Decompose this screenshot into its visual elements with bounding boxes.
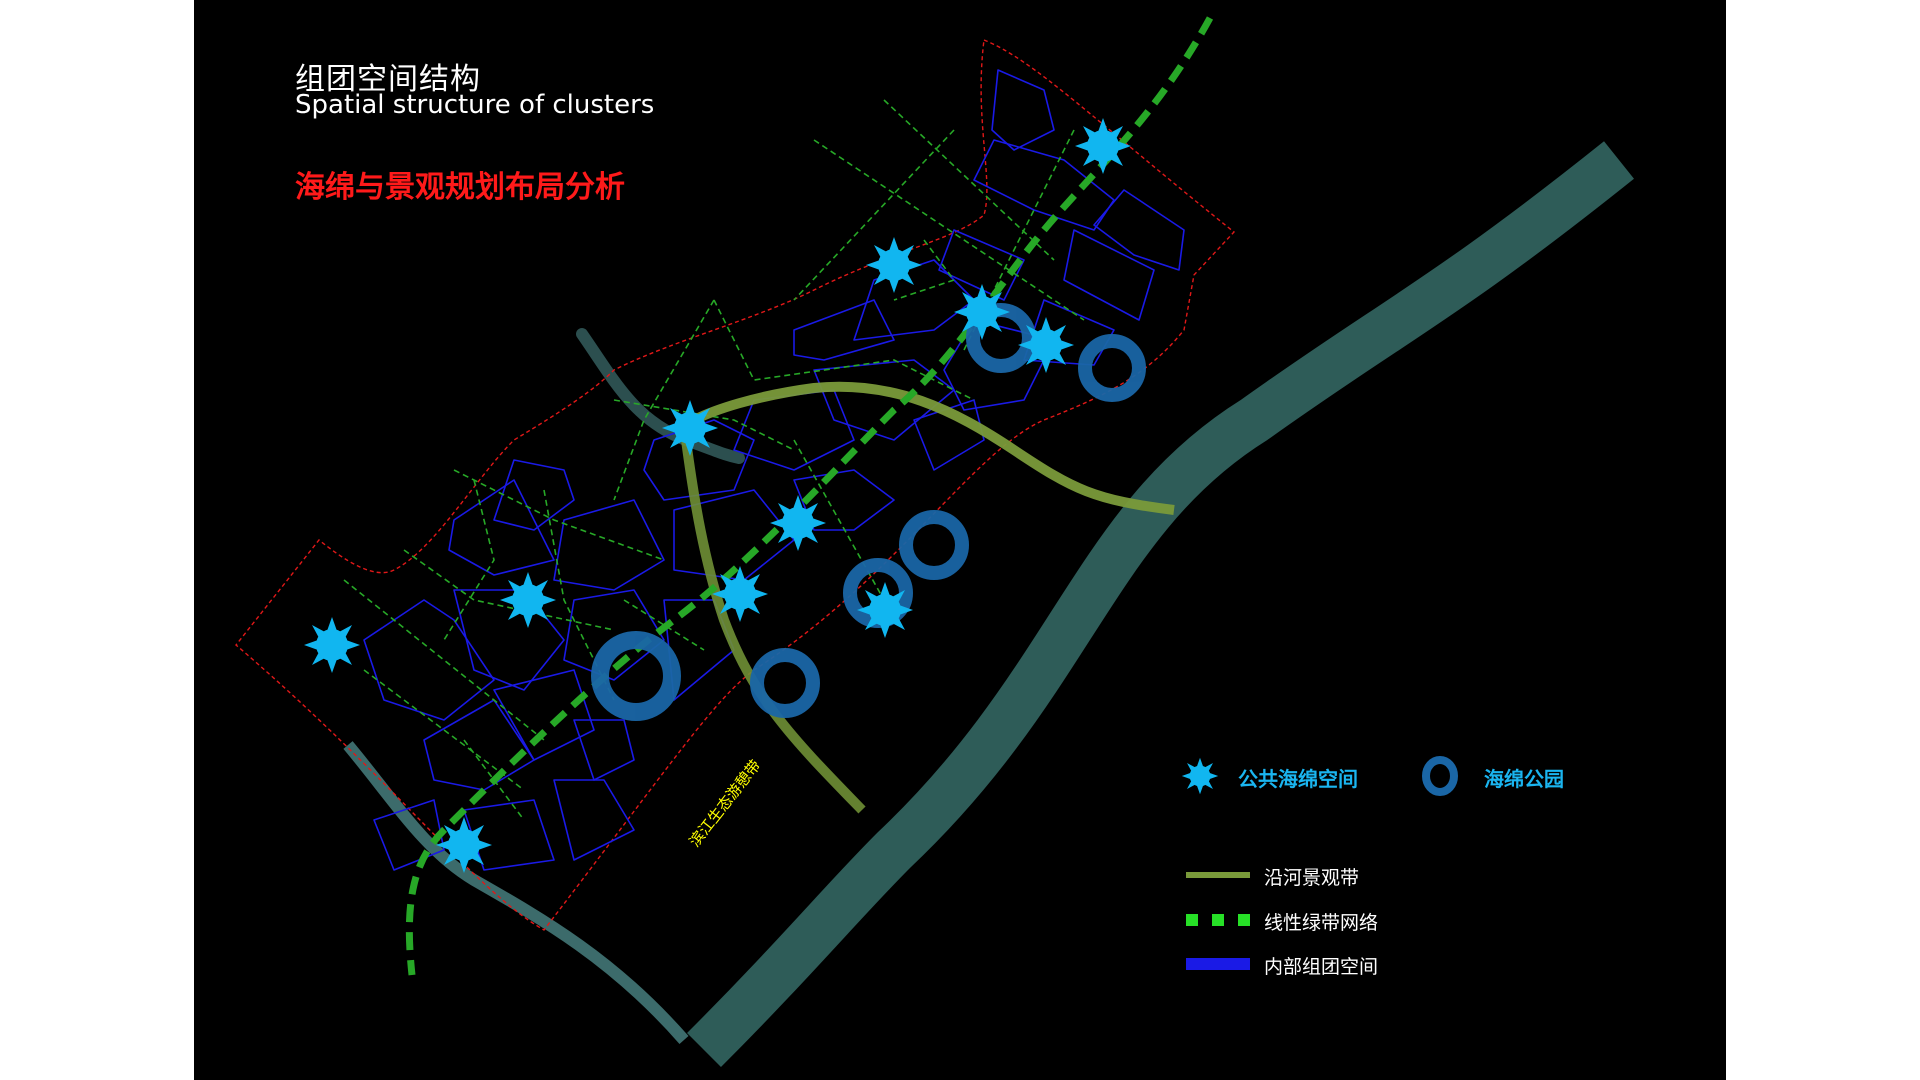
cluster-boundary xyxy=(235,39,1236,931)
sponge-parks xyxy=(591,303,1146,721)
legend-riverside-belt-label: 沿河景观带 xyxy=(1264,867,1360,889)
river xyxy=(687,141,1634,1067)
page-subtitle: 海绵与景观规划布局分析 xyxy=(295,170,625,205)
legend-swatches xyxy=(1181,756,1458,970)
cluster-map xyxy=(235,16,1634,1067)
legend-green-network-label: 线性绿带网络 xyxy=(1264,912,1379,934)
legend-inner-space-label: 内部组团空间 xyxy=(1264,956,1379,978)
tributary-south xyxy=(343,741,689,1044)
riverside-landscape-belt-south xyxy=(681,439,866,814)
legend-ring-icon xyxy=(1422,756,1458,796)
map-slide: 组团空间结构 Spatial structure of clusters 海绵与… xyxy=(194,0,1726,1080)
page-title: 组团空间结构 xyxy=(295,62,481,97)
riverside-landscape-belt xyxy=(691,381,1175,515)
legend-sponge-space-label: 公共海绵空间 xyxy=(1238,767,1358,791)
page-title-en: Spatial structure of clusters xyxy=(295,90,655,120)
tributary-north xyxy=(576,328,745,464)
green-network-spine xyxy=(405,16,1214,976)
legend-sponge-park-label: 海绵公园 xyxy=(1484,767,1564,791)
